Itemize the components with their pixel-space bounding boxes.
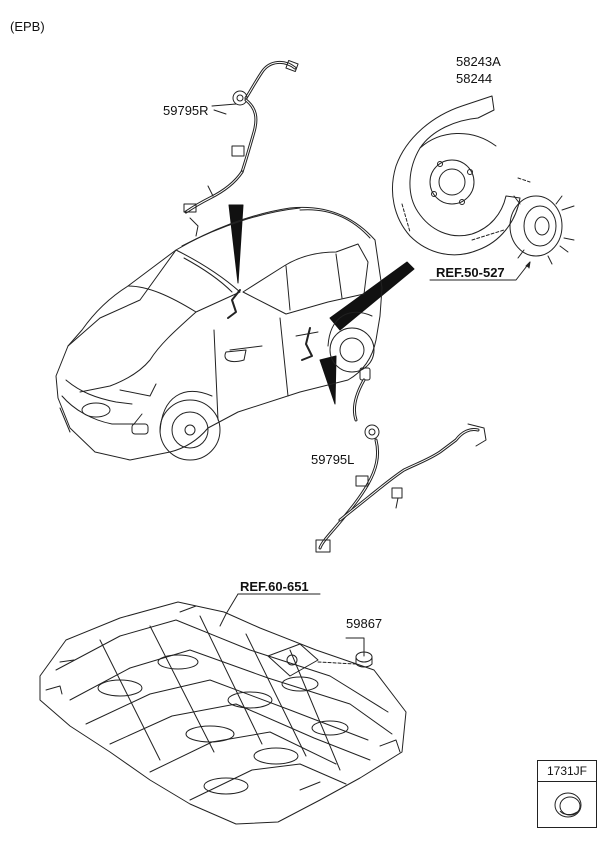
- page-title: (EPB): [10, 19, 45, 34]
- label-grommet: 59867: [346, 616, 383, 631]
- floor-panel: [39, 601, 407, 825]
- grommet: [317, 637, 373, 668]
- legend-box: 1731JF: [537, 760, 597, 828]
- callout-wedge-hub: [329, 261, 415, 331]
- callout-wedge-left: [319, 355, 337, 405]
- brake-dust-cover: [392, 95, 531, 256]
- label-dust-cover-b: 58244: [456, 71, 493, 86]
- label-sensor-right: 59795R: [163, 103, 209, 118]
- label-dust-cover-a: 58243A: [456, 54, 501, 69]
- label-sensor-left: 59795L: [311, 452, 355, 467]
- legend-code: 1731JF: [538, 761, 596, 782]
- plug-icon: [554, 792, 582, 818]
- sensor-cable-right: [183, 60, 299, 237]
- sensor-cable-left: [315, 367, 487, 553]
- callout-wedge-right: [228, 204, 244, 284]
- wheel-hub: [509, 195, 575, 265]
- car-illustration: [55, 206, 383, 461]
- label-ref-hub: REF.50-527: [436, 265, 505, 280]
- leader-ref-hub: [429, 261, 531, 281]
- label-ref-floor: REF.60-651: [240, 579, 309, 594]
